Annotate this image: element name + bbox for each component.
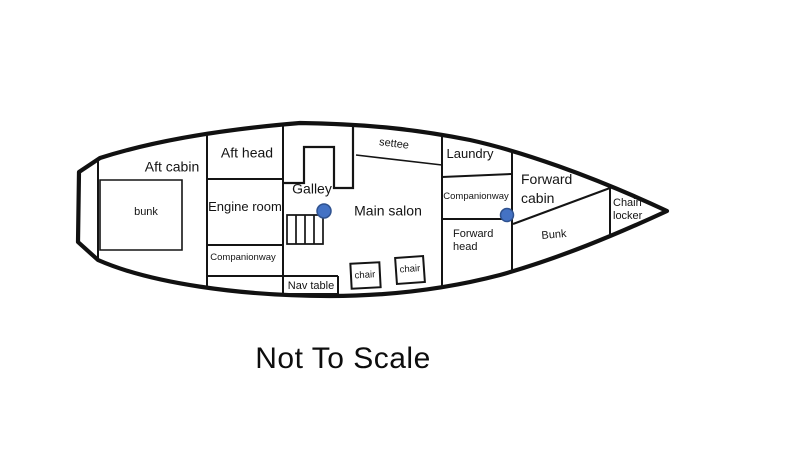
label-forward-cabin: Forward cabin [521,171,573,206]
label-forward-head: Forward head [453,228,494,253]
galley-counter [283,126,353,188]
hull-outline [78,123,667,296]
chair-box-2 [395,256,425,284]
label-forward-bunk: Bunk [540,227,568,243]
label-nav-table: Nav table [287,279,335,292]
label-aft-cabin: Aft cabin [144,158,200,175]
label-galley: Galley [292,180,332,197]
aft-bunk-box [100,180,182,250]
label-main-salon: Main salon [354,202,422,219]
chair-box-1 [350,262,380,288]
label-engine-room: Engine room [208,198,282,214]
label-chair-1: chair [354,269,376,282]
label-aft-head: Aft head [220,144,274,161]
hatch-marker-icon [316,203,332,219]
label-chain-locker: Chain locker [613,197,643,222]
label-companionway-fwd: Companionway [443,190,509,202]
label-chair-2: chair [399,263,421,276]
label-aft-bunk: bunk [134,205,158,218]
label-laundry: Laundry [446,145,494,161]
label-companionway-aft: Companionway [210,251,276,263]
wall-laundry-companionway [442,174,511,177]
settee-divider [356,155,442,165]
hatch-marker-icon [499,207,515,223]
companionway-stairs-icon [287,215,323,244]
not-to-scale-caption: Not To Scale [255,342,431,375]
wall-forwardcabin-bunk-diagonal [513,188,610,224]
